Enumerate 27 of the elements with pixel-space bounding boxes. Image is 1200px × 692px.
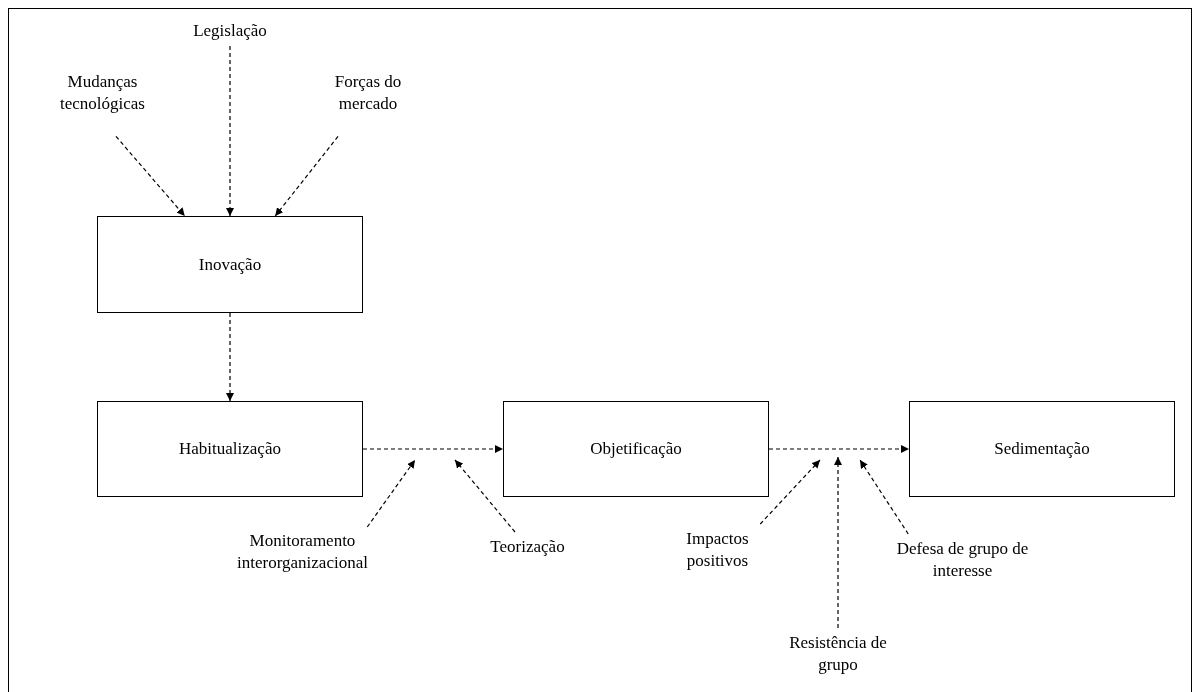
- arrow: [362, 445, 504, 453]
- box-label: Objetificação: [590, 438, 682, 460]
- influence-label: Forças do mercado: [333, 71, 403, 115]
- influence-label: Defesa de grupo de interesse: [895, 538, 1030, 582]
- influence-label: Resistência de grupo: [788, 632, 888, 676]
- arrow: [226, 45, 234, 217]
- influence-label: Legislação: [193, 20, 267, 42]
- arrow: [274, 135, 339, 217]
- arrow: [115, 135, 186, 217]
- arrow: [366, 459, 416, 528]
- influence-label: Monitoramento interorganizacional: [236, 530, 369, 574]
- influence-label: Teorização: [490, 536, 565, 558]
- arrow: [859, 459, 909, 535]
- process-box: [97, 216, 363, 313]
- box-label: Inovação: [198, 253, 262, 276]
- box-label: Habitualização: [179, 438, 281, 460]
- process-box: [503, 401, 769, 497]
- influence-label: Impactos positivos: [685, 528, 750, 572]
- process-box: [97, 401, 363, 497]
- arrow: [454, 459, 516, 533]
- arrow: [768, 445, 910, 453]
- arrow: [226, 312, 234, 402]
- arrow: [834, 456, 842, 629]
- process-box: [909, 401, 1175, 497]
- arrow: [759, 459, 821, 525]
- box-label: Sedimentação: [994, 438, 1090, 460]
- influence-label: Mudanças tecnológicas: [59, 71, 146, 115]
